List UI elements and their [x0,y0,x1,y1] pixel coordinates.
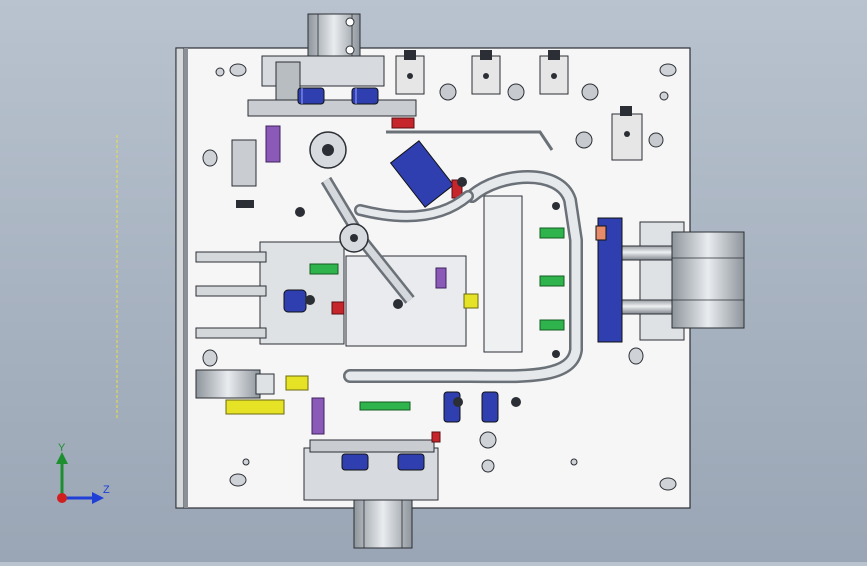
bottom-blue-rollers [341,453,425,471]
valve-4[interactable] [611,106,643,161]
left-small-cylinder[interactable] [195,369,275,399]
valve-2[interactable] [471,50,501,95]
triad-graphic [56,452,104,504]
axis-triad: Y Z [40,438,120,518]
origin-marker [57,493,67,503]
yellow-blocks [225,293,479,415]
y-axis-label: Y [58,442,66,454]
fasteners [236,177,560,407]
mounting-holes [202,63,677,491]
purple-blocks [265,125,447,435]
green-guides [309,227,565,411]
y-axis-arrow [56,452,68,498]
blue-bearings [283,289,499,423]
z-axis-label: Z [103,484,110,496]
left-rails [195,139,267,339]
z-axis-arrow [62,492,104,504]
valve-fittings [439,83,664,149]
red-blocks [331,117,463,443]
valve-3[interactable] [539,50,569,95]
top-blue-rollers [297,87,379,105]
pivot-wheels [309,131,369,253]
right-cylinder[interactable] [595,217,745,343]
valve-1[interactable] [395,50,425,95]
